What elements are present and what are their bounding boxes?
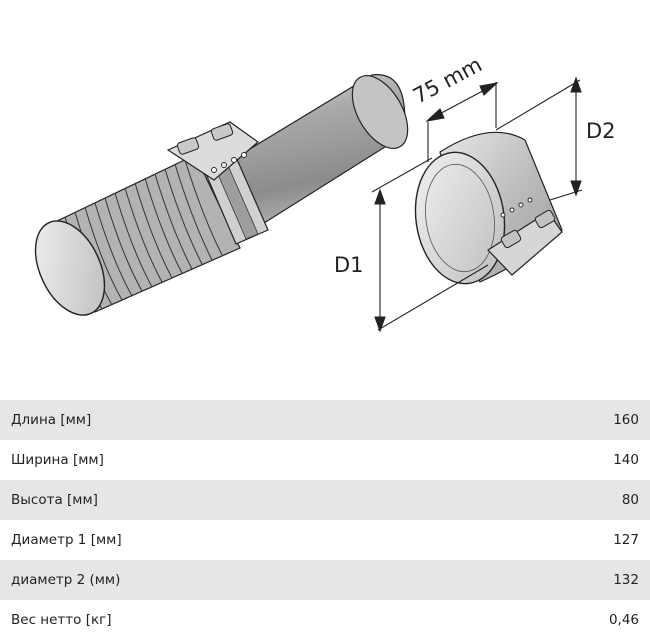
dimension-d1-label: D1	[334, 253, 364, 277]
dimension-d2-label: D2	[586, 119, 616, 143]
specs-table: Длина [мм] 160 Ширина [мм] 140 Высота [м…	[0, 400, 650, 640]
spec-value: 127	[613, 532, 639, 548]
product-drawing: 75 mm D1 D2	[34, 52, 616, 333]
spec-row-height: Высота [мм] 80	[0, 480, 650, 520]
spec-label: Вес нетто [кг]	[11, 612, 112, 628]
spec-value: 140	[613, 452, 639, 468]
spec-row-net-weight: Вес нетто [кг] 0,46	[0, 600, 650, 640]
spec-row-width: Ширина [мм] 140	[0, 440, 650, 480]
spec-row-length: Длина [мм] 160	[0, 400, 650, 440]
spec-label: Длина [мм]	[11, 412, 92, 428]
spec-label: Высота [мм]	[11, 492, 98, 508]
pipe-assembly-illustration	[34, 74, 409, 316]
spec-value: 160	[613, 412, 639, 428]
spec-label: Ширина [мм]	[11, 452, 104, 468]
spec-value: 132	[613, 572, 639, 588]
clamp-ring-illustration	[414, 131, 563, 285]
dimension-width-label: 75 mm	[409, 52, 486, 108]
spec-row-diameter-2: диаметр 2 (мм) 132	[0, 560, 650, 600]
spec-label: Диаметр 1 [мм]	[11, 532, 122, 548]
dimension-lines	[371, 76, 583, 333]
spec-label: диаметр 2 (мм)	[11, 572, 121, 588]
spec-row-diameter-1: Диаметр 1 [мм] 127	[0, 520, 650, 560]
spec-value: 80	[621, 492, 639, 508]
spec-value: 0,46	[608, 612, 639, 628]
